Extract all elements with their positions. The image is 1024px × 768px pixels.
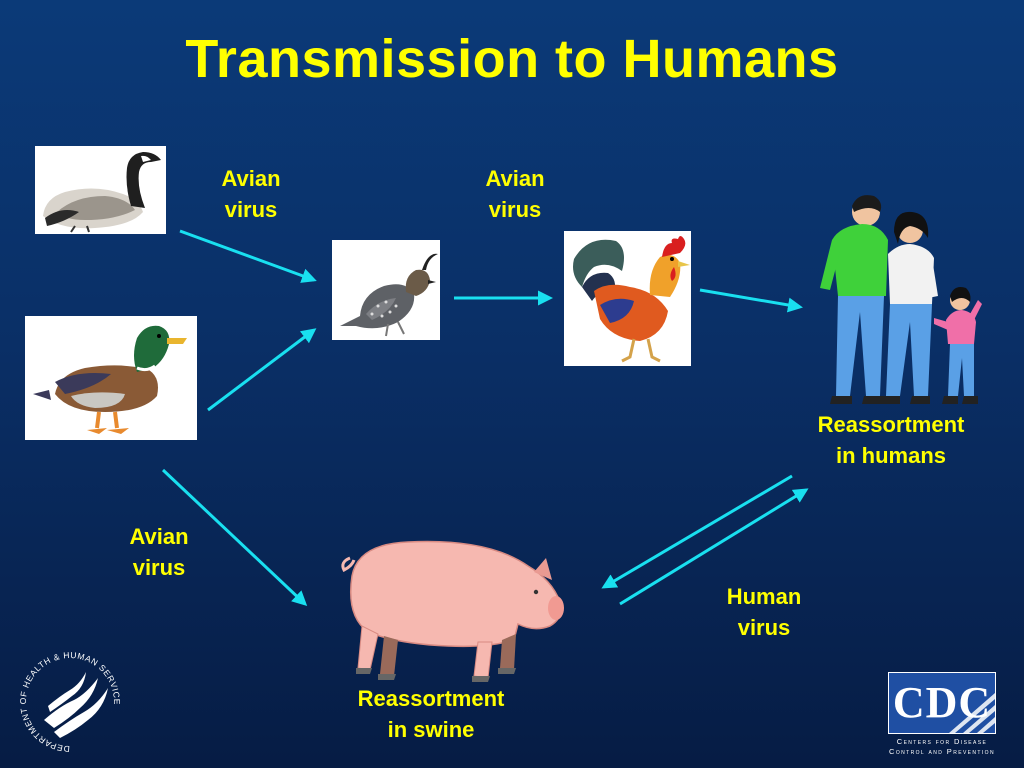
label-avian-virus-top-right: Avian virus	[485, 166, 545, 222]
label-avian-virus-bottom: Avian virus	[129, 524, 189, 580]
arrow-rooster-to-humans	[699, 288, 803, 313]
svg-text:DEPARTMENT OF HEALTH & HUMAN S: DEPARTMENT OF HEALTH & HUMAN SERVICES · …	[14, 646, 122, 754]
label-human-virus: Human virus	[726, 584, 802, 640]
arrow-duck-to-quail	[207, 328, 317, 412]
arrow-humans-to-pig	[601, 474, 793, 589]
arrow-goose-to-quail	[179, 229, 317, 283]
hhs-logo: DEPARTMENT OF HEALTH & HUMAN SERVICES · …	[11, 638, 126, 758]
label-avian-virus-top-left: Avian virus	[221, 166, 281, 222]
pig-image	[338, 536, 566, 684]
label-reassortment-humans: Reassortment in humans	[817, 412, 965, 468]
rooster-image	[564, 231, 691, 366]
cdc-logo: CDC Centers for Disease Control and Prev…	[888, 672, 996, 760]
goose-image	[35, 146, 166, 234]
cdc-tagline-1: Centers for Disease	[896, 737, 988, 746]
cdc-wordmark: CDC	[892, 678, 992, 727]
slide-title: Transmission to Humans	[185, 29, 839, 89]
cdc-tagline-2: Control and Prevention	[889, 747, 995, 756]
cdc-logo-box: CDC	[888, 672, 996, 734]
quail-image	[332, 240, 440, 340]
label-reassortment-swine: Reassortment in swine	[357, 686, 505, 742]
human-family-image	[814, 192, 984, 408]
mallard-duck-image	[25, 316, 197, 440]
